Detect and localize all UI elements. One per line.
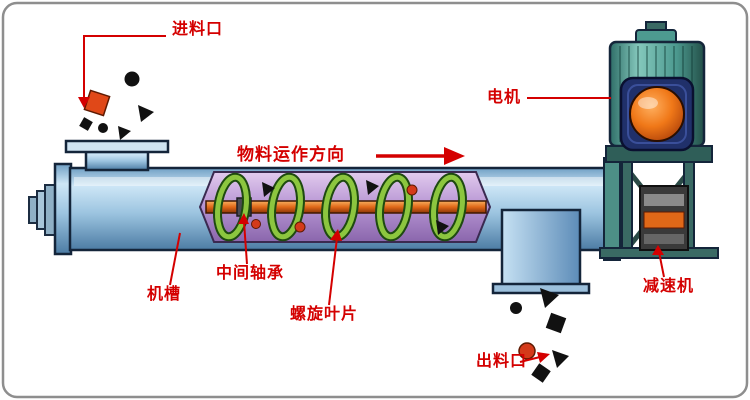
cutaway-particles — [251, 180, 449, 235]
feed-hopper — [64, 139, 170, 172]
leader-arrowheads — [78, 97, 664, 363]
motor-core — [629, 86, 685, 142]
label-middle-bearing: 中间轴承 — [216, 265, 285, 282]
trough-leader — [169, 232, 181, 286]
label-spiral-blade: 螺旋叶片 — [290, 306, 359, 323]
direction-arrowhead — [444, 147, 465, 165]
discharge-box — [491, 208, 591, 295]
outlet-arrowhead — [537, 352, 550, 363]
feed-inlet-leader — [83, 35, 166, 99]
reducer — [639, 185, 689, 251]
reducer-arrowhead — [652, 245, 664, 255]
outlet-leader — [519, 356, 541, 363]
motor — [605, 21, 713, 163]
bearing-leader — [243, 221, 248, 265]
label-feed-inlet: 进料口 — [172, 21, 224, 38]
label-material-direction: 物料运作方向 — [237, 145, 345, 164]
outlet-particles — [510, 288, 569, 383]
label-reducer: 减速机 — [643, 278, 695, 295]
bearing-arrowhead — [238, 213, 249, 224]
label-trough: 机槽 — [147, 286, 182, 303]
reducer-leader — [658, 251, 665, 278]
feed-inlet-arrowhead — [78, 97, 90, 108]
inlet-particles — [79, 71, 154, 140]
leader-lines — [83, 35, 665, 363]
label-motor: 电机 — [487, 89, 522, 106]
spiral-leader — [328, 237, 338, 306]
label-discharge-outlet: 出料口 — [476, 353, 528, 370]
spiral-arrowhead — [330, 229, 342, 241]
